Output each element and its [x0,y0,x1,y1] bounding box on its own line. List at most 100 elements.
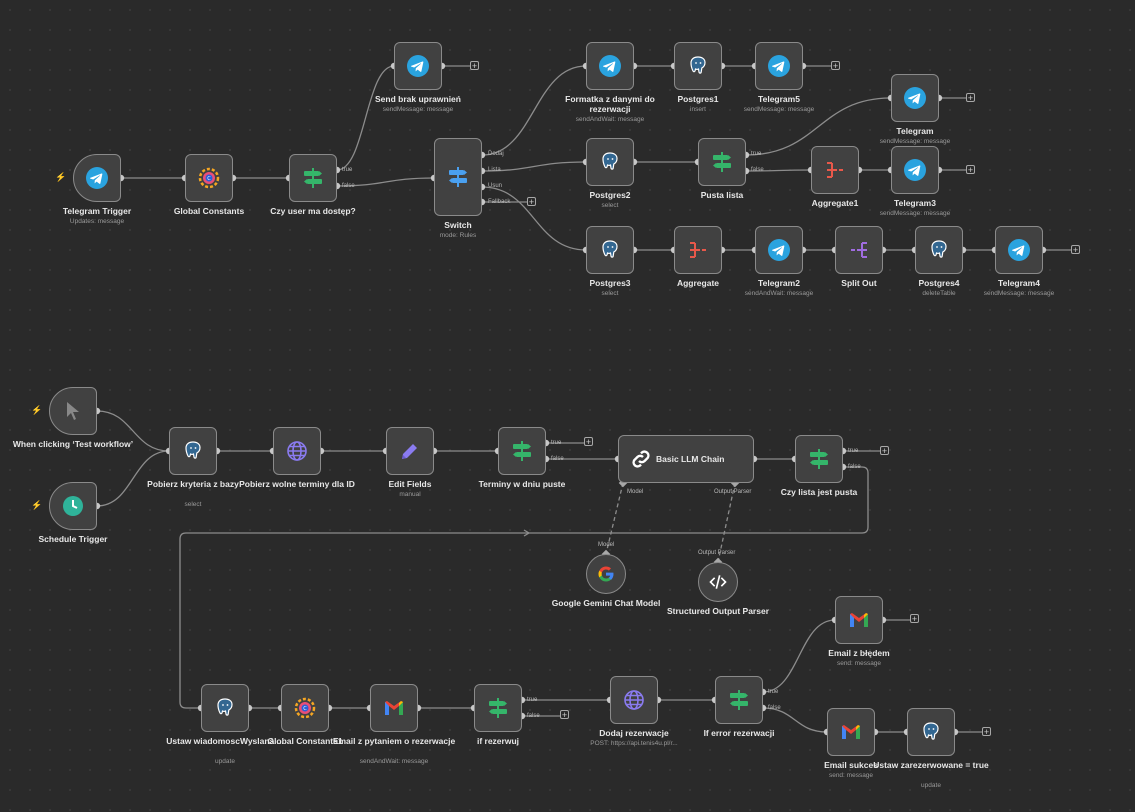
node-if-error[interactable] [715,676,763,724]
node-tg-trigger[interactable] [73,154,121,202]
node-label: Postgres1 [677,94,719,104]
node-label: Telegram4 [998,278,1040,288]
switch-icon [445,164,471,190]
node-subtitle: send: message [836,660,882,667]
node-schedule-trigger[interactable] [49,482,97,530]
node-global-constants[interactable]: C [185,154,233,202]
add-node-button[interactable]: + [966,93,975,103]
node-email-blad[interactable] [835,596,883,644]
node-postgres3[interactable] [586,226,634,274]
telegram-icon [1006,237,1032,263]
node-label: Schedule Trigger [38,534,108,544]
telegram-icon [766,237,792,263]
postgres-icon [597,237,623,263]
node-llm-chain[interactable] [618,435,754,483]
node-manual-trigger[interactable] [49,387,97,435]
node-subtitle: sendMessage: message [743,106,815,113]
pencil-icon [397,438,423,464]
add-node-button[interactable]: + [966,165,975,175]
gmail-icon [846,607,872,633]
node-dodaj-rez[interactable] [610,676,658,724]
link-icon [628,446,654,472]
add-node-button[interactable]: + [584,437,593,447]
connection [523,529,531,537]
svg-text:C: C [303,706,307,712]
node-aggregate[interactable] [674,226,722,274]
node-global-constants1[interactable]: C [281,684,329,732]
node-subtitle: sendAndWait: message [359,758,429,765]
node-parser[interactable] [698,562,738,602]
node-subtitle: mode: Rules [439,232,477,239]
add-node-button[interactable]: + [880,446,889,456]
node-telegram4[interactable] [995,226,1043,274]
node-telegram5[interactable] [755,42,803,90]
connection [745,97,892,156]
add-node-button[interactable]: + [982,727,991,737]
node-formatka[interactable] [586,42,634,90]
node-switch[interactable] [434,138,482,216]
port-label-if-error-true: true [768,689,779,695]
node-ustaw-zarez[interactable] [907,708,955,756]
telegram-icon [84,165,110,191]
node-telegram3[interactable] [891,146,939,194]
node-label: Postgres2 [589,190,631,200]
node-subtitle: update [921,782,941,789]
trigger-bolt-icon: ⚡ [31,500,43,510]
node-pobierz-kryteria[interactable] [169,427,217,475]
globe-icon [621,687,647,713]
node-label: Split Out [841,278,877,288]
port-label-switch-lista: Lista [488,167,501,173]
node-label: Terminy w dniu puste [478,479,566,489]
node-label: Pobierz wolne terminy dla ID [239,479,355,489]
node-subtitle: sendMessage: message [879,138,951,145]
node-telegram2[interactable] [755,226,803,274]
node-postgres1[interactable] [674,42,722,90]
node-label: Global Constants [173,206,245,216]
add-node-button[interactable]: + [831,61,840,71]
node-aggregate1[interactable] [811,146,859,194]
add-node-button[interactable]: + [910,614,919,624]
node-subtitle: manual [399,491,421,498]
connection [96,450,170,507]
node-label: Pusta lista [700,190,744,200]
node-label: Structured Output Parser [666,606,770,616]
port-label-pusta-false: false [751,167,764,173]
if-icon [485,695,511,721]
node-pobierz-wolne[interactable] [273,427,321,475]
node-split-out[interactable] [835,226,883,274]
node-gemini[interactable] [586,554,626,594]
port-label-terminy-true: true [551,440,562,446]
node-postgres4[interactable] [915,226,963,274]
telegram-icon [597,53,623,79]
svg-text:C: C [207,176,211,182]
node-pusta-lista[interactable] [698,138,746,186]
port-label-gemini-model: Model [598,542,615,548]
code-icon [705,569,731,595]
node-send-brak[interactable] [394,42,442,90]
node-label: When clicking ‘Test workflow’ [12,439,134,449]
node-czy-user[interactable] [289,154,337,202]
split-icon [846,237,872,263]
add-node-button[interactable]: + [1071,245,1080,255]
postgres-icon [685,53,711,79]
node-label: Aggregate1 [811,198,859,208]
node-email-pyt[interactable] [370,684,418,732]
connection [96,410,170,452]
node-czy-lista[interactable] [795,435,843,483]
node-if-rez[interactable] [474,684,522,732]
node-edit-fields[interactable] [386,427,434,475]
add-node-button[interactable]: + [470,61,479,71]
node-email-sukces[interactable] [827,708,875,756]
node-terminy[interactable] [498,427,546,475]
node-label: Telegram5 [758,94,800,104]
node-subtitle: select [601,290,619,297]
add-node-button[interactable]: + [560,710,569,720]
port-label-switch-usun: Usun [488,183,503,189]
node-subtitle: POST: https://api.tenis4u.pl/r... [590,740,678,747]
node-ustaw-wiad[interactable] [201,684,249,732]
trigger-bolt-icon: ⚡ [31,405,43,415]
node-postgres2[interactable] [586,138,634,186]
add-node-button[interactable]: + [527,197,536,207]
connection [179,466,869,709]
node-telegram[interactable] [891,74,939,122]
